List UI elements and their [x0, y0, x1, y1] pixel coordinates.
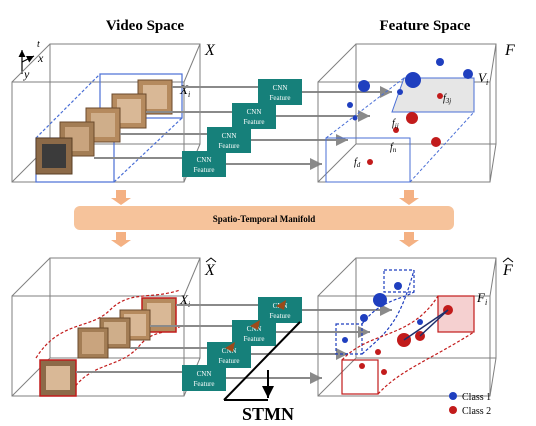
class2-point [367, 159, 373, 165]
manifold-bar [74, 206, 454, 230]
legend: Class 1 Class 2 [449, 392, 491, 417]
bottom-links [403, 309, 449, 341]
class1-point [347, 102, 353, 108]
top-cnn-labels: CNN Feature CNN Feature CNN Feature CNN Feat… [194, 84, 291, 174]
cnn-label: Feature [194, 380, 215, 388]
class1-point [394, 282, 402, 290]
down-arrows-bottom [111, 232, 419, 247]
bottom-feature-sample: Fi [476, 290, 487, 307]
bottom-feature-label: F [502, 262, 513, 279]
cnn-label: CNN [247, 108, 262, 116]
cnn-label: CNN [247, 325, 262, 333]
class1-point [352, 115, 358, 121]
manifold-label: Spatio-Temporal Manifold [213, 214, 315, 224]
feature-space-title: Feature Space [380, 18, 471, 34]
class1-point [360, 314, 368, 322]
legend-class1-label: Class 1 [462, 392, 491, 403]
axis-t-label: t [37, 39, 40, 50]
class1-point [358, 80, 370, 92]
class1-point [436, 58, 444, 66]
cnn-label: CNN [222, 347, 237, 355]
top-cnn-boxes [182, 79, 302, 177]
axis-y-label: y [23, 67, 30, 81]
svg-text:fn: fn [390, 142, 397, 154]
class2-point [375, 349, 381, 355]
bottom-space-hat-icon [205, 257, 217, 263]
class1-point [463, 69, 473, 79]
cnn-label: CNN [222, 132, 237, 140]
bottom-manifold-curves [35, 289, 183, 395]
bottom-video-frames [39, 297, 177, 397]
bottom-space-label: X [204, 262, 216, 279]
cnn-label: Feature [244, 335, 265, 343]
legend-class2-marker [449, 406, 457, 414]
cnn-label: Feature [270, 94, 291, 102]
cnn-label: Feature [244, 118, 265, 126]
bottom-feature-regions [335, 269, 475, 395]
bottom-cnn-boxes [182, 297, 302, 391]
top-feature-sample: Vi [478, 70, 488, 87]
top-arrows [94, 86, 392, 170]
top-points [347, 58, 473, 165]
bottom-arrows [76, 304, 392, 384]
class2-point [437, 93, 443, 99]
axes-icon: t x y [18, 39, 44, 81]
cnn-label: CNN [197, 370, 212, 378]
class1-point [397, 89, 403, 95]
stmn-bracket [223, 321, 301, 401]
class1-point [342, 337, 348, 343]
top-feature-label: F [504, 42, 515, 59]
svg-text:fij: fij [392, 118, 399, 130]
stmn-label: STMN [242, 404, 294, 424]
bottom-video-cube [11, 257, 201, 397]
video-space-title: Video Space [106, 18, 185, 34]
class1-point [373, 293, 387, 307]
top-f-labels: fd fn fij f3j [354, 93, 451, 169]
top-space-label: X [204, 42, 216, 59]
class2-point [359, 363, 365, 369]
cnn-label: Feature [219, 357, 240, 365]
stmn-connectors [225, 300, 286, 352]
cnn-label: Feature [219, 142, 240, 150]
down-arrows-top [111, 190, 419, 205]
top-video-frames [35, 79, 173, 175]
svg-text:f3j: f3j [443, 93, 451, 105]
class2-point [393, 127, 399, 133]
class2-point [406, 112, 418, 124]
bottom-sample-label: Xi [179, 292, 190, 309]
top-feature-cube [317, 43, 497, 183]
svg-text:fd: fd [354, 157, 361, 169]
legend-class1-marker [449, 392, 457, 400]
cnn-label: Feature [270, 312, 291, 320]
class1-point [417, 319, 423, 325]
cnn-label: CNN [197, 156, 212, 164]
class2-point [381, 369, 387, 375]
class1-point [405, 72, 421, 88]
top-sample-label: Xi [179, 82, 190, 99]
legend-class2-label: Class 2 [462, 406, 491, 417]
cnn-label: CNN [273, 84, 288, 92]
axis-x-label: x [37, 51, 44, 65]
bottom-feature-hat-icon [502, 257, 514, 263]
class2-point [431, 137, 441, 147]
cnn-label: Feature [194, 166, 215, 174]
